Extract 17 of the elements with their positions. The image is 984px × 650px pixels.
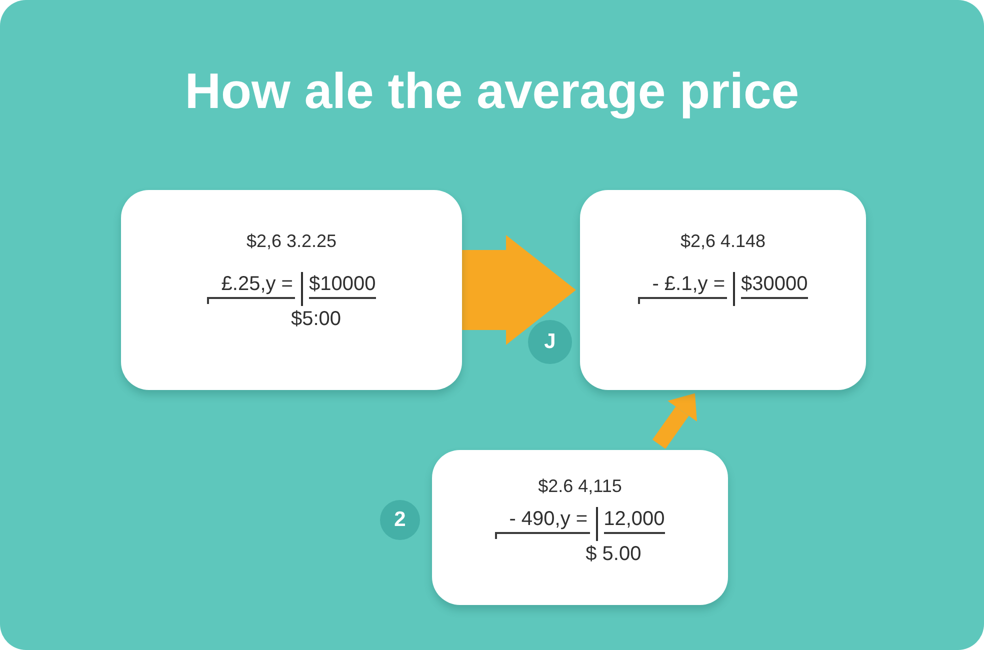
equation-text: - £.1,y = xyxy=(638,272,728,299)
price-text: $2.6 4,115 xyxy=(538,475,622,497)
formula-card xyxy=(121,190,462,390)
result-text: $5:00 xyxy=(290,307,342,331)
value-text: 12,000 xyxy=(604,507,665,534)
arrow xyxy=(652,393,697,449)
price-text: $2,6 3.2.25 xyxy=(246,230,337,252)
formula-card xyxy=(432,450,728,605)
formula-card xyxy=(580,190,866,390)
arrow xyxy=(462,235,576,345)
title: How ale the average price xyxy=(184,62,800,121)
price-text: $2,6 4.148 xyxy=(680,230,766,252)
equation-text: - 490,y = xyxy=(495,507,590,534)
value-text: $30000 xyxy=(741,272,808,299)
value-text: $10000 xyxy=(308,272,376,299)
result-text: $ 5.00 xyxy=(586,542,642,566)
equation-text: £.25,y = xyxy=(207,272,295,299)
